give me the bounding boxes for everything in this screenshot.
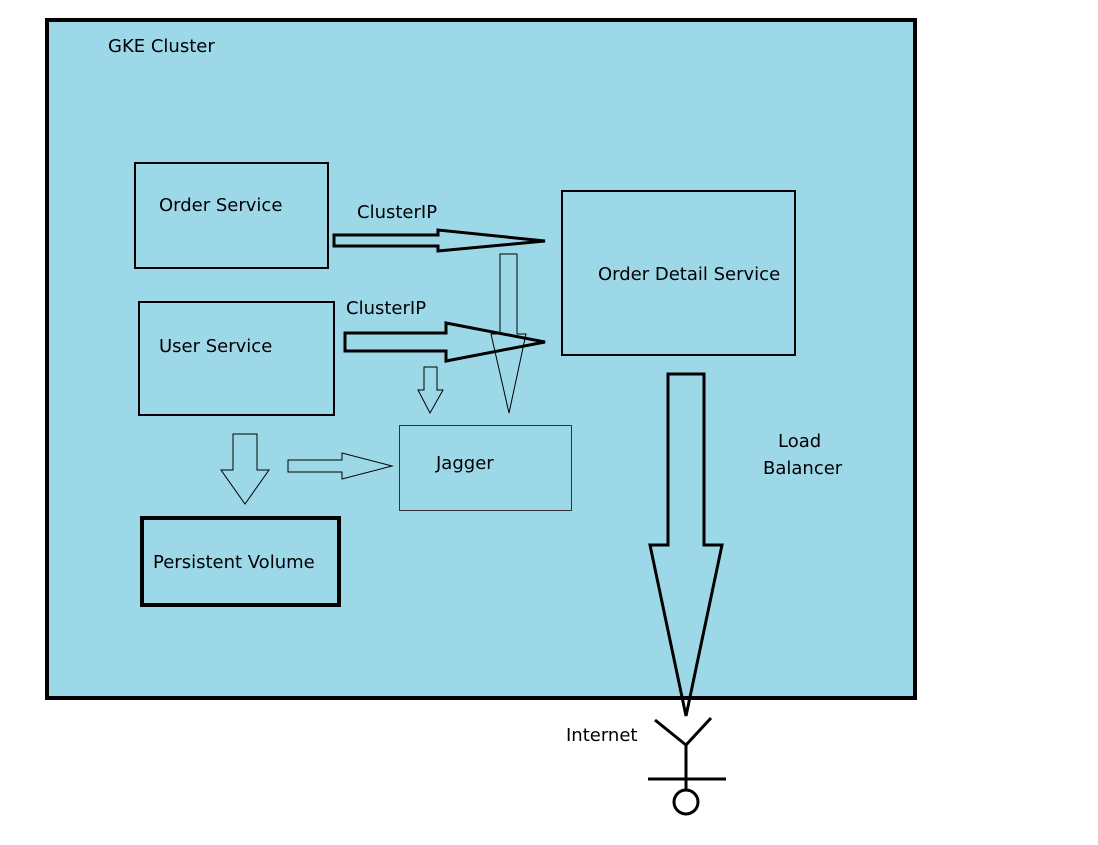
- arrow-user-to-volume: [220, 433, 270, 505]
- antenna-icon: [648, 716, 726, 816]
- order-service-box[interactable]: [134, 162, 329, 269]
- arrow-user-to-jagger: [417, 366, 444, 415]
- load-balancer-label-line2: Balancer: [763, 458, 843, 479]
- clusterip-label-user: ClusterIP: [346, 298, 427, 319]
- clusterip-label-order: ClusterIP: [357, 202, 438, 223]
- arrow-to-jagger-right: [287, 452, 394, 480]
- jagger-label: Jagger: [436, 453, 494, 474]
- load-balancer-label-line1: Load: [778, 431, 822, 452]
- user-service-box[interactable]: [138, 301, 335, 416]
- persistent-volume-label: Persistent Volume: [153, 552, 315, 573]
- arrow-user-to-detail: [343, 321, 546, 363]
- cluster-label: GKE Cluster: [108, 36, 215, 57]
- user-service-label: User Service: [159, 336, 273, 357]
- arrow-load-balancer: [648, 372, 724, 717]
- arrow-order-to-detail: [332, 228, 546, 253]
- order-service-label: Order Service: [159, 195, 283, 216]
- persistent-volume-box[interactable]: [140, 516, 341, 607]
- internet-label: Internet: [566, 725, 638, 746]
- order-detail-service-label: Order Detail Service: [598, 264, 781, 285]
- order-detail-service-box[interactable]: [561, 190, 796, 356]
- arrow-detail-to-jagger: [490, 253, 527, 414]
- jagger-box[interactable]: [399, 425, 572, 511]
